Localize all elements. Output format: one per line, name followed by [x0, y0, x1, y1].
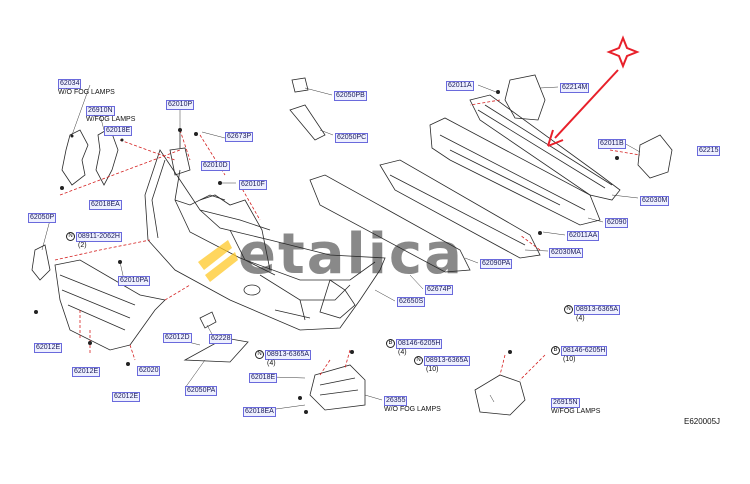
part-label: 62012E [34, 343, 63, 353]
part-label: 62010P [166, 100, 195, 110]
part-label: 62010F [239, 180, 267, 190]
part-label: 26910N [86, 106, 115, 116]
n-marker-icon: N [414, 356, 423, 365]
watermark-text: etalica [238, 222, 464, 287]
reinforcement-bar [469, 94, 621, 201]
b-marker-icon: B [551, 346, 560, 355]
quantity: (10) [563, 356, 576, 363]
annotation-arrow [547, 35, 640, 147]
part-label: 62030M [640, 196, 670, 206]
part-note: W/O FOG LAMPS [384, 406, 441, 413]
part-label: 26915N [551, 398, 580, 408]
part-label: 62010D [201, 161, 230, 171]
part-label: 62018E [249, 373, 278, 383]
b-marker-icon: B [386, 339, 395, 348]
n-marker-icon: N [255, 350, 264, 359]
bracket-62034 [61, 129, 89, 186]
part-label: 08146-6205H [396, 339, 443, 349]
part-label: 62034 [58, 79, 82, 89]
part-label: 62011A [446, 81, 474, 91]
quantity: (4) [267, 360, 276, 367]
part-label: 62010PA [118, 276, 151, 286]
part-label: 62012D [163, 333, 192, 343]
quantity: (4) [576, 315, 585, 322]
quantity: (4) [398, 349, 407, 356]
part-label: 62214M [560, 83, 590, 93]
part-label: 08911-2062H [76, 232, 122, 242]
part-label: 26355 [384, 396, 408, 406]
diagram-code: E620005J [684, 417, 721, 426]
part-label: 62018E [104, 126, 133, 136]
watermark-logo-icon [198, 240, 238, 282]
part-label: 62012E [72, 367, 101, 377]
part-label: 62011B [598, 139, 626, 149]
part-label: 62018EA [243, 407, 276, 417]
part-label: 62011AA [567, 231, 600, 241]
part-label: 62050P [28, 213, 57, 223]
part-label: 62050PB [334, 91, 367, 101]
part-label: 62050PA [185, 386, 218, 396]
n-marker-icon: N [66, 232, 75, 241]
part-label: 62018EA [89, 200, 122, 210]
part-label: 62215 [697, 146, 721, 156]
part-label: 62674P [425, 285, 454, 295]
bumper-cover [144, 149, 386, 331]
part-label: 08913-6365A [424, 356, 471, 366]
part-note: W/FOG LAMPS [86, 116, 136, 123]
part-label: 62050PC [335, 133, 369, 143]
part-label: 62020 [137, 366, 161, 376]
part-label: 08913-6365A [265, 350, 312, 360]
quantity: (10) [426, 366, 439, 373]
part-label: 08146-6205H [561, 346, 608, 356]
part-label: 62030MA [549, 248, 583, 258]
part-label: 62090PA [480, 259, 513, 269]
part-label: 62090 [605, 218, 629, 228]
n-marker-icon: N [564, 305, 573, 314]
part-label: 62673P [225, 132, 254, 142]
part-note: W/FOG LAMPS [551, 408, 601, 415]
quantity: (2) [78, 242, 87, 249]
part-label: 62012E [112, 392, 141, 402]
part-label: 62650S [397, 297, 426, 307]
part-label: 08913-6365A [574, 305, 621, 315]
part-label: 62228 [209, 334, 233, 344]
part-note: W/O FOG LAMPS [58, 89, 115, 96]
lower-grille [54, 259, 166, 351]
